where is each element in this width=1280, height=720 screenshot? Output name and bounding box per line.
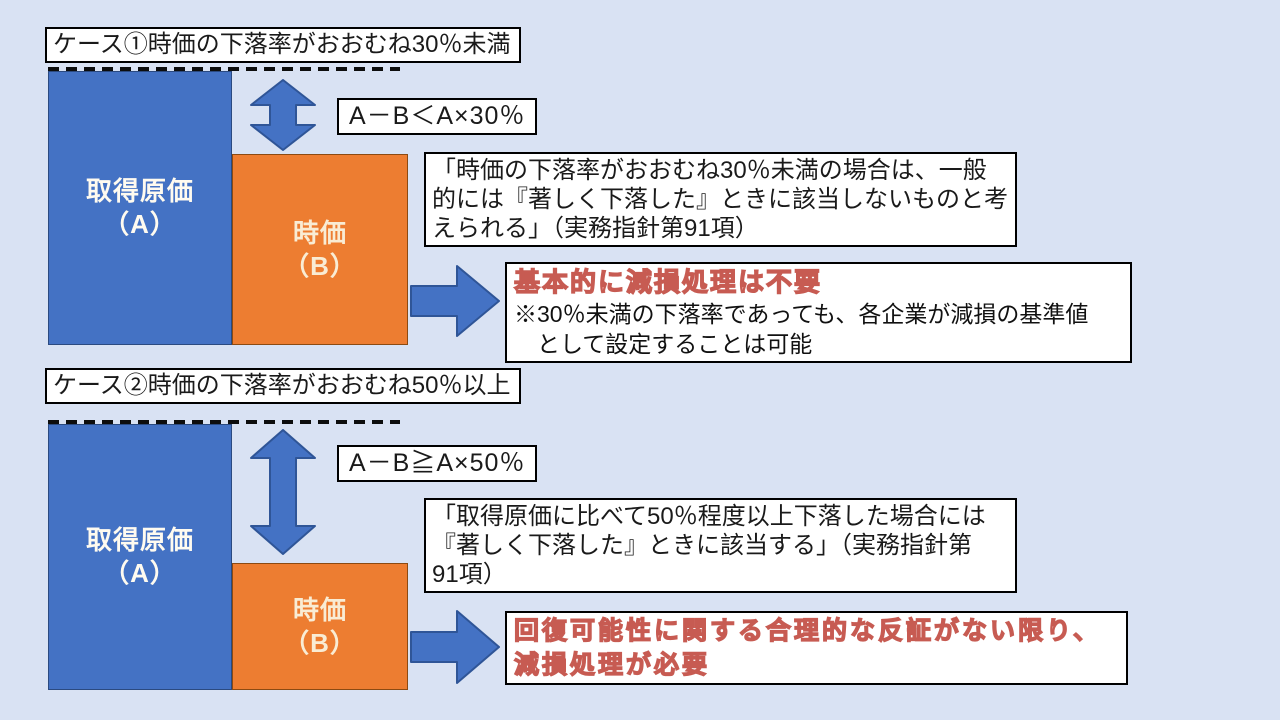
case1-market-value-label: 時価 （B） <box>283 217 357 281</box>
case1-market-value-bar: 時価 （B） <box>232 154 408 345</box>
case2-market-value-label: 時価 （B） <box>283 594 357 658</box>
case1-result-box: 基本的に減損処理は不要 ※30％未満の下落率であっても、各企業が減損の基準値 と… <box>505 262 1132 363</box>
case2-right-arrow-icon <box>410 609 500 685</box>
case2-guideline-quote-box: 「取得原価に比べて50％程度以上下落した場合には 『著しく下落した』ときに該当す… <box>424 498 1017 593</box>
case2-acquisition-cost-label: 取得原価 （A） <box>85 525 194 588</box>
case1-title: ケース①時価の下落率がおおむね30％未満 <box>45 27 521 63</box>
case2-result-box: 回復可能性に関する合理的な反証がない限り、 減損処理が必要 <box>505 611 1128 685</box>
case1-result-note: ※30％未満の下落率であっても、各企業が減損の基準値 として設定することは可能 <box>514 301 1089 357</box>
case2-formula-box: A－B≧A×50％ <box>337 445 538 482</box>
case1-guideline-quote-box: 「時価の下落率がおおむね30％未満の場合は、一般 的には『著しく下落した』ときに… <box>424 152 1017 247</box>
case1-result-highlight: 基本的に減損処理は不要 <box>513 266 823 297</box>
case1-acquisition-cost-bar: 取得原価 （A） <box>48 71 232 345</box>
case2-up-down-arrow-icon <box>250 429 316 555</box>
case1-acquisition-cost-label: 取得原価 （A） <box>85 176 194 239</box>
case1-up-down-arrow-icon <box>250 79 316 151</box>
case1-acquisition-cost-dashed-line <box>48 67 400 71</box>
case1-formula-box: A－B＜A×30％ <box>337 98 538 135</box>
case2-title: ケース②時価の下落率がおおむね50％以上 <box>45 368 521 404</box>
case2-market-value-bar: 時価 （B） <box>232 563 408 690</box>
case2-acquisition-cost-dashed-line <box>48 420 400 424</box>
case2-result-highlight: 回復可能性に関する合理的な反証がない限り、 減損処理が必要 <box>513 616 1102 679</box>
case2-acquisition-cost-bar: 取得原価 （A） <box>48 424 232 690</box>
case1-right-arrow-icon <box>410 264 500 338</box>
